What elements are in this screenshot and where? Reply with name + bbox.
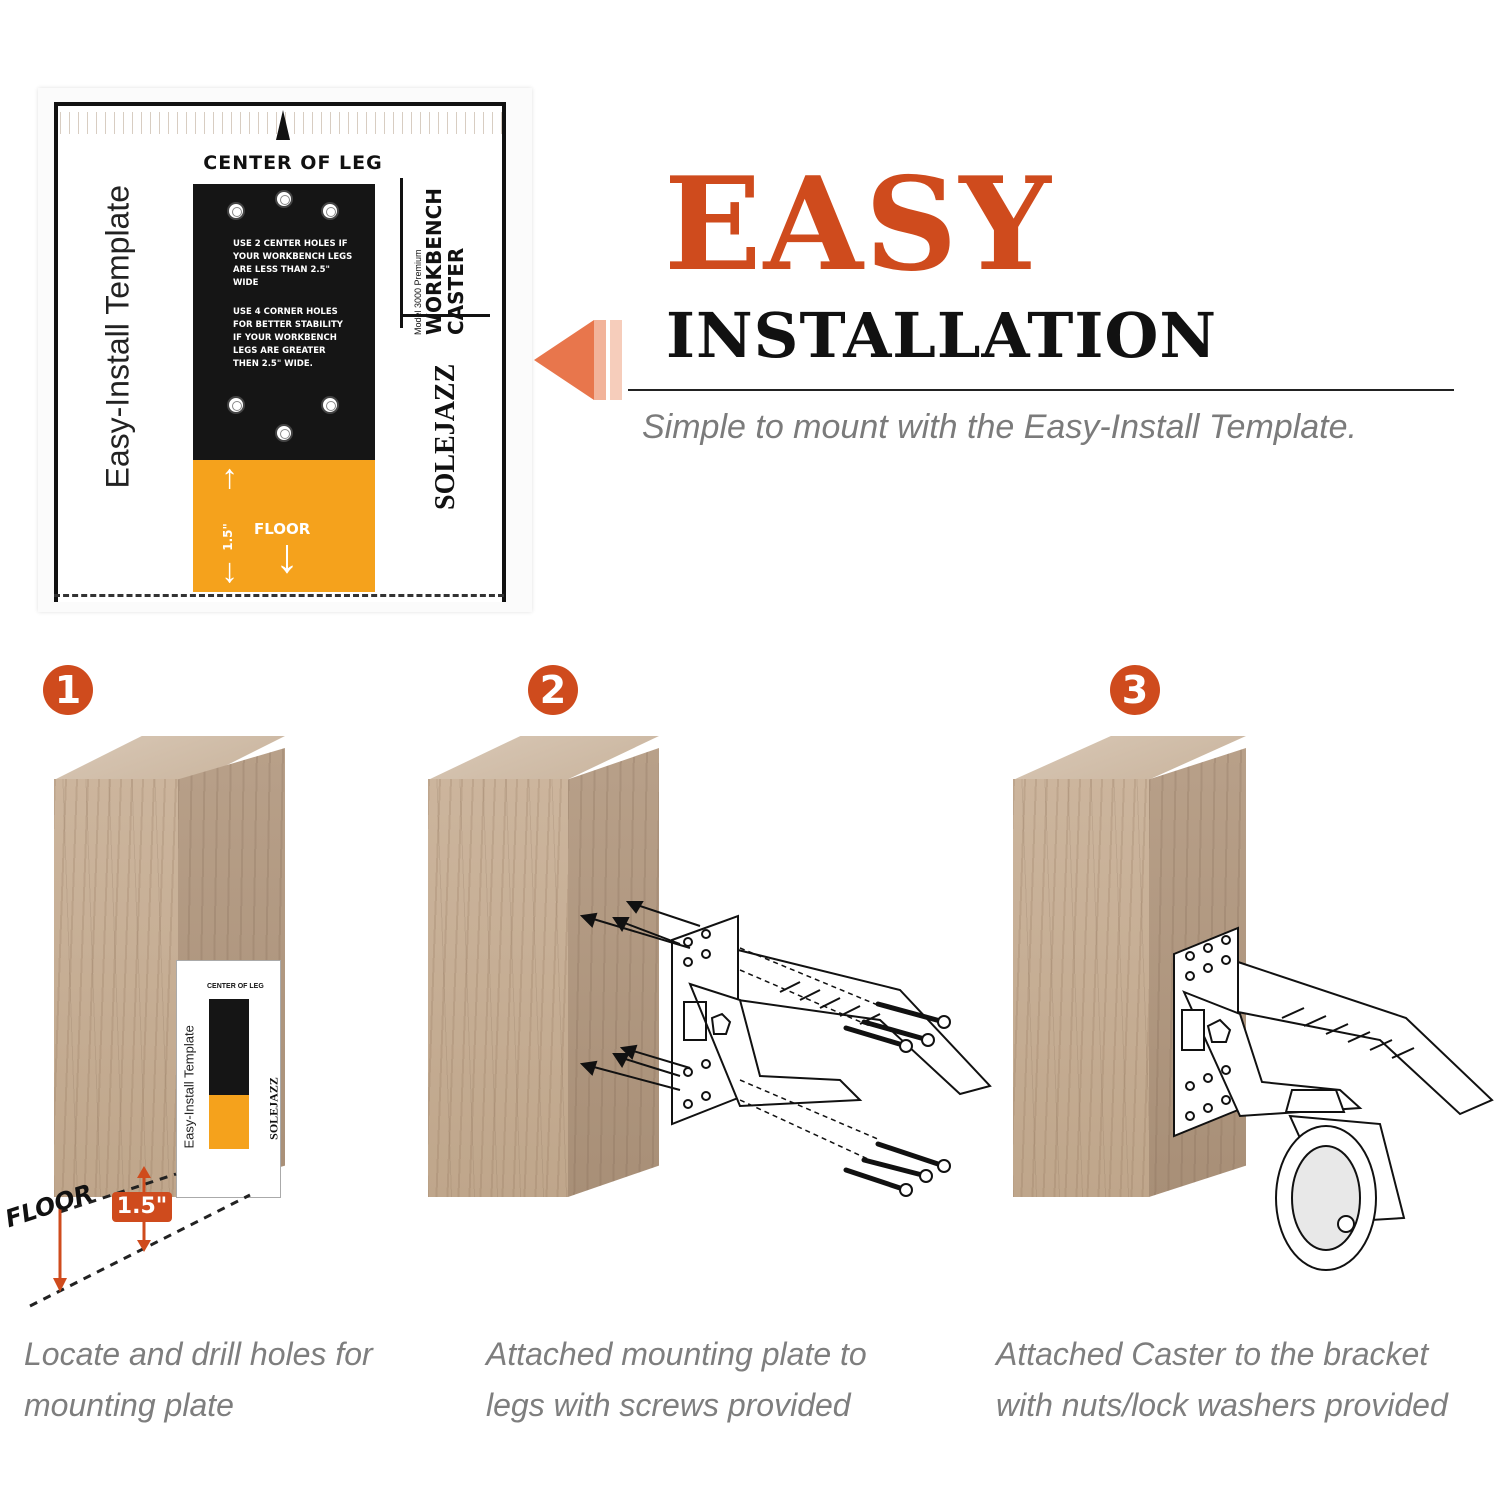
heading-easy: EASY <box>664 150 1053 300</box>
arrow-up-icon: ↑ <box>221 458 238 496</box>
hole-pattern-panel: USE 2 CENTER HOLES IF YOUR WORKBENCH LEG… <box>193 184 375 460</box>
leg-3-front <box>1013 779 1149 1197</box>
center-of-leg-label: CENTER OF LEG <box>203 152 383 174</box>
step-2-badge: 2 <box>528 665 578 715</box>
mini-center-label: CENTER OF LEG <box>207 983 264 990</box>
center-hole-icon <box>275 424 293 442</box>
step-3-caption: Attached Caster to the bracket with nuts… <box>996 1329 1448 1431</box>
mini-template: CENTER OF LEG Easy-Install Template SOLE… <box>176 960 281 1198</box>
step-1-caption-line-1: Locate and drill holes for <box>24 1336 373 1372</box>
corner-hole-icon <box>321 202 339 220</box>
leg-1-front <box>54 779 178 1197</box>
step-1-caption: Locate and drill holes for mounting plat… <box>24 1329 373 1431</box>
heading-subtitle: Simple to mount with the Easy-Install Te… <box>642 408 1357 446</box>
arrow-down-icon: ↓ <box>221 552 238 590</box>
divider <box>400 314 490 317</box>
step-2-caption: Attached mounting plate to legs with scr… <box>486 1329 867 1431</box>
corner-hole-icon <box>227 396 245 414</box>
step-1-badge: 1 <box>43 665 93 715</box>
dimension-tag: 1.5" <box>112 1192 172 1222</box>
heading-divider <box>628 389 1454 391</box>
floor-dashed-line <box>54 594 504 597</box>
step-3-badge: 3 <box>1110 665 1160 715</box>
corner-hole-icon <box>321 396 339 414</box>
center-hole-icon <box>275 190 293 208</box>
leg-2-front <box>428 779 568 1197</box>
step-3-caption-line-2: with nuts/lock washers provided <box>996 1387 1448 1423</box>
instructions-four-holes: USE 4 CORNER HOLES FOR BETTER STABILITY … <box>233 307 343 369</box>
mini-hole-panel <box>209 999 249 1095</box>
instructions-two-holes: USE 2 CENTER HOLES IF YOUR WORKBENCH LEG… <box>233 239 353 288</box>
floor-clearance-panel: ↑ ↓ ↓ <box>193 460 375 592</box>
template-card: CENTER OF LEG USE 2 CENTER HOLES IF YOUR… <box>38 88 532 612</box>
step-2-caption-line-1: Attached mounting plate to <box>486 1336 867 1372</box>
floor-label: FLOOR <box>254 520 311 538</box>
leg-2-side <box>568 748 659 1197</box>
heading-installation: INSTALLATION <box>666 299 1218 372</box>
step-1-caption-line-2: mounting plate <box>24 1387 234 1423</box>
corner-hole-icon <box>227 202 245 220</box>
divider <box>400 178 403 328</box>
arrow-down-icon: ↓ <box>275 530 299 583</box>
mini-floor-panel <box>209 1095 249 1149</box>
pointer-arrow-icon <box>534 318 626 402</box>
step-2-caption-line-2: legs with screws provided <box>486 1387 851 1423</box>
step-3-caption-line-1: Attached Caster to the bracket <box>996 1336 1429 1372</box>
center-pointer-icon <box>276 110 290 140</box>
